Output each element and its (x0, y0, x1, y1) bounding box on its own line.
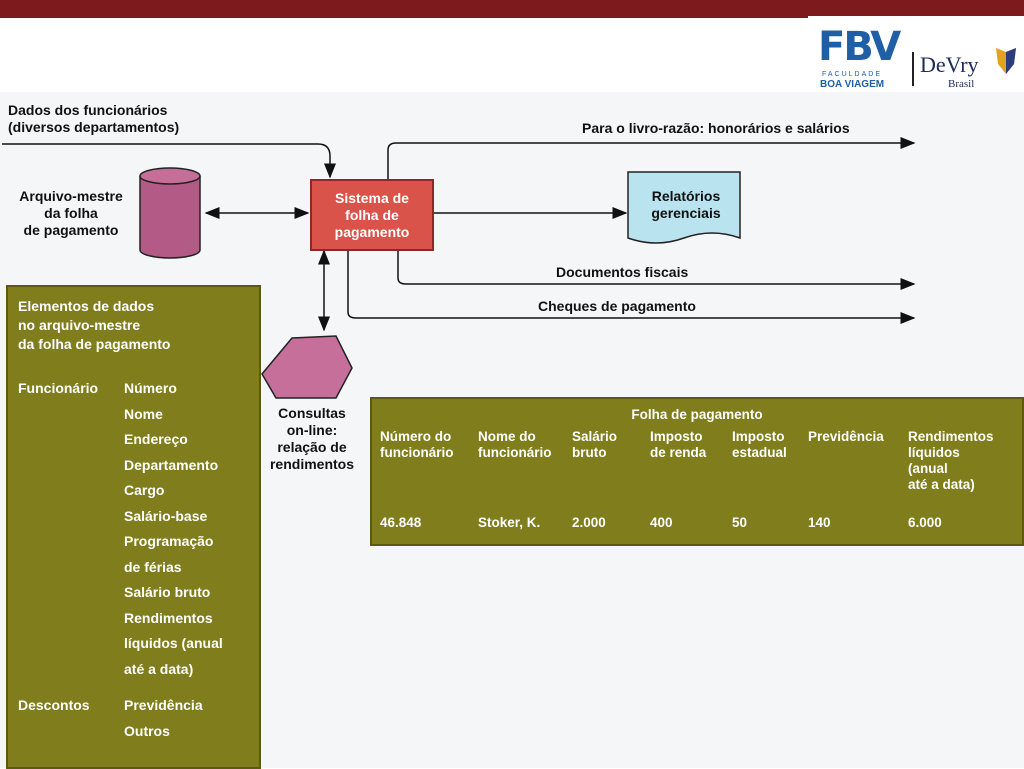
table-header-gross-salary: Salário bruto (572, 429, 618, 460)
tax-docs-label: Documentos fiscais (556, 264, 689, 280)
payroll-table-title: Folha de pagamento (631, 407, 763, 422)
payroll-system-box: Sistema de folha de pagamento (310, 179, 434, 251)
table-cell: 6.000 (908, 515, 942, 530)
data-elements-box: Elementos de dados no arquivo-mestre da … (6, 285, 261, 769)
reports-document-icon (627, 171, 741, 244)
online-terminal-icon (261, 335, 353, 399)
master-file-label: Arquivo-mestre da folha de pagamento (19, 188, 123, 238)
fbv-logo-sub1: FACULDADE (822, 71, 883, 78)
logo-area: FBV FACULDADE BOA VIAGEM DeVry Brasil (808, 16, 1024, 92)
master-file-cylinder-icon (139, 167, 201, 259)
devry-logo: DeVry (920, 52, 979, 77)
diagram-connectors (2, 137, 916, 399)
ledger-output-label: Para o livro-razão: honorários e salário… (582, 120, 850, 136)
devry-logo-sub: Brasil (948, 78, 975, 90)
table-cell: Stoker, K. (478, 515, 541, 530)
top-bar (0, 0, 1024, 18)
employee-items: Número Nome Endereço Departamento Cargo … (124, 380, 223, 677)
fbv-logo: FBV (818, 24, 901, 70)
fbv-logo-sub2: BOA VIAGEM (820, 79, 885, 90)
data-elements-title: Elementos de dados no arquivo-mestre da … (18, 298, 171, 352)
table-cell: 400 (650, 515, 673, 530)
devry-shield-icon (996, 48, 1016, 74)
deductions-label: Descontos (18, 697, 90, 713)
ledger-arrow (387, 137, 916, 179)
table-cell: 50 (732, 515, 748, 530)
payroll-table: Folha de pagamento Número do funcionário… (370, 397, 1024, 546)
table-header-employee-name: Nome do funcionário (478, 429, 552, 460)
paychecks-label: Cheques de pagamento (538, 298, 696, 314)
logo-divider (912, 52, 914, 86)
table-header-state-tax: Imposto estadual (732, 429, 787, 460)
paychecks-arrow (347, 249, 916, 324)
reports-label: Relatórios gerenciais (651, 188, 721, 221)
table-cell: 140 (808, 515, 831, 530)
deductions-items: Previdência Outros (124, 697, 203, 739)
input-arrow (2, 143, 336, 179)
online-queries-label: Consultas on-line: relação de rendimento… (269, 405, 354, 472)
table-cell: 2.000 (572, 515, 606, 530)
table-header-income-tax: Imposto de renda (650, 429, 707, 460)
employee-label: Funcionário (18, 380, 99, 396)
tax-docs-arrow (397, 249, 916, 290)
payroll-diagram: Dados dos funcionários (diversos departa… (0, 92, 1024, 769)
table-header-employee-number: Número do funcionário (380, 429, 454, 460)
input-label: Dados dos funcionários (diversos departa… (8, 102, 180, 135)
table-header-net-earnings: Rendimentos líquidos (anual até a data) (908, 429, 994, 492)
table-header-social-security: Previdência (808, 429, 884, 444)
table-cell: 46.848 (380, 515, 422, 530)
